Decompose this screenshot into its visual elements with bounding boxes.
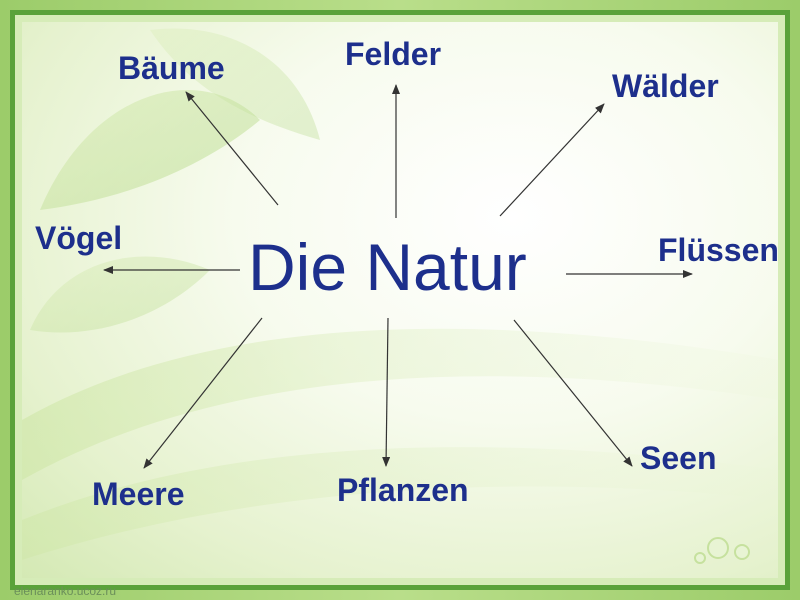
arrow-to-baeume	[186, 92, 278, 205]
arrow-to-meere	[144, 318, 262, 468]
center-term: Die Natur	[248, 234, 527, 300]
term-pflanzen: Pflanzen	[337, 474, 469, 506]
term-seen: Seen	[640, 442, 716, 474]
arrow-to-seen	[514, 320, 632, 466]
term-meere: Meere	[92, 478, 185, 510]
term-baeume: Bäume	[118, 52, 225, 84]
arrow-to-pflanzen	[386, 318, 388, 466]
arrow-to-waelder	[500, 104, 604, 216]
term-felder: Felder	[345, 38, 441, 70]
term-voegel: Vögel	[35, 222, 122, 254]
term-waelder: Wälder	[612, 70, 719, 102]
term-fluessen: Flüssen	[658, 234, 779, 266]
source-watermark: elenaranko.ucoz.ru	[14, 585, 116, 597]
